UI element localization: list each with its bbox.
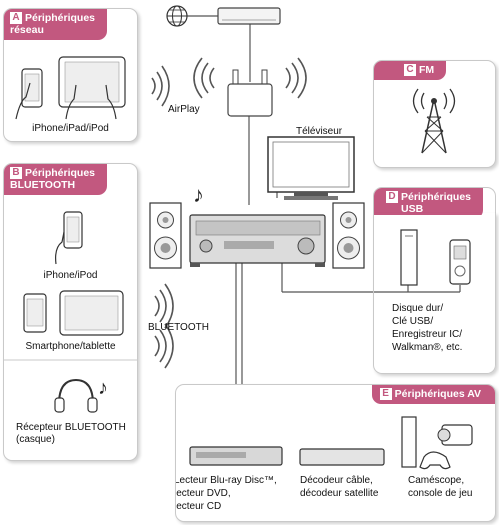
panel-e-title: Périphériques AV <box>394 388 481 400</box>
phone-tablet-icon <box>15 56 126 120</box>
speaker-right-icon <box>332 202 365 269</box>
panel-e-caption-bluray-3: lecteur CD <box>175 501 222 512</box>
panel-e-letter: E <box>379 388 392 400</box>
panel-b-title-1: Périphériques <box>25 167 96 179</box>
fm-antenna-tower-icon <box>412 88 456 154</box>
panel-e-caption-bluray-1: Lecteur Blu-ray Disc™, <box>175 475 277 486</box>
panel-a-caption: iPhone/iPad/iPod <box>32 123 109 134</box>
av-receiver-icon <box>189 214 326 267</box>
panel-e-caption-camcorder-2: console de jeu <box>408 488 473 499</box>
panel-b-caption-smartphone: Smartphone/tablette <box>25 341 116 352</box>
av-device-icons <box>189 416 473 470</box>
speaker-left-icon <box>149 202 182 269</box>
external-drive-icon <box>400 229 418 286</box>
svg-text:♪: ♪ <box>98 377 108 399</box>
panel-a-letter: A <box>10 12 22 24</box>
panel-d-caption-4: Walkman®, etc. <box>392 342 463 353</box>
internet-globe-icon <box>166 5 188 27</box>
walkman-icon <box>449 239 471 285</box>
panel-c-title: FM <box>419 64 435 76</box>
panel-d-title-2: USB <box>401 203 424 215</box>
panel-usb-body <box>373 213 496 374</box>
panel-b-caption-headphones-1: Récepteur BLUETOOTH <box>16 422 126 433</box>
music-note-icon: ♪ <box>193 182 204 207</box>
television-icon <box>267 136 355 200</box>
panel-d-caption-3: Enregistreur IC/ <box>392 329 463 340</box>
panel-d-caption-2: Clé USB/ <box>392 316 434 327</box>
wifi-waves-icon <box>193 57 307 99</box>
panel-c-letter: C <box>404 64 416 76</box>
panel-e-caption-decoder-1: Décodeur câble, <box>300 475 373 486</box>
panel-e-caption-bluray-2: lecteur DVD, <box>175 488 231 499</box>
bluetooth-device-icons: ♪ <box>4 211 137 413</box>
panel-d-letter: D <box>386 191 398 203</box>
panel-a-title-2: réseau <box>10 24 44 36</box>
television-label: Téléviseur <box>296 126 343 137</box>
bluetooth-label: BLUETOOTH <box>148 322 209 333</box>
bluetooth-waves-icon <box>154 283 174 369</box>
airplay-label: AirPlay <box>168 104 200 115</box>
airplay-waves-icon <box>151 65 170 107</box>
panel-d-title-1: Périphériques <box>401 191 472 203</box>
panel-e-caption-camcorder-1: Caméscope, <box>408 475 465 486</box>
access-point-icon <box>227 69 273 117</box>
router-icon <box>217 7 281 25</box>
panel-e-caption-decoder-2: décodeur satellite <box>300 488 379 499</box>
panel-b-caption-headphones-2: (casque) <box>16 434 55 445</box>
panel-a-title-1: Périphériques <box>25 12 96 24</box>
panel-d-caption-1: Disque dur/ <box>392 303 444 314</box>
panel-b-title-2: BLUETOOTH <box>10 179 76 191</box>
panel-b-letter: B <box>10 167 22 179</box>
panel-b-caption-iphone: iPhone/iPod <box>43 270 98 281</box>
